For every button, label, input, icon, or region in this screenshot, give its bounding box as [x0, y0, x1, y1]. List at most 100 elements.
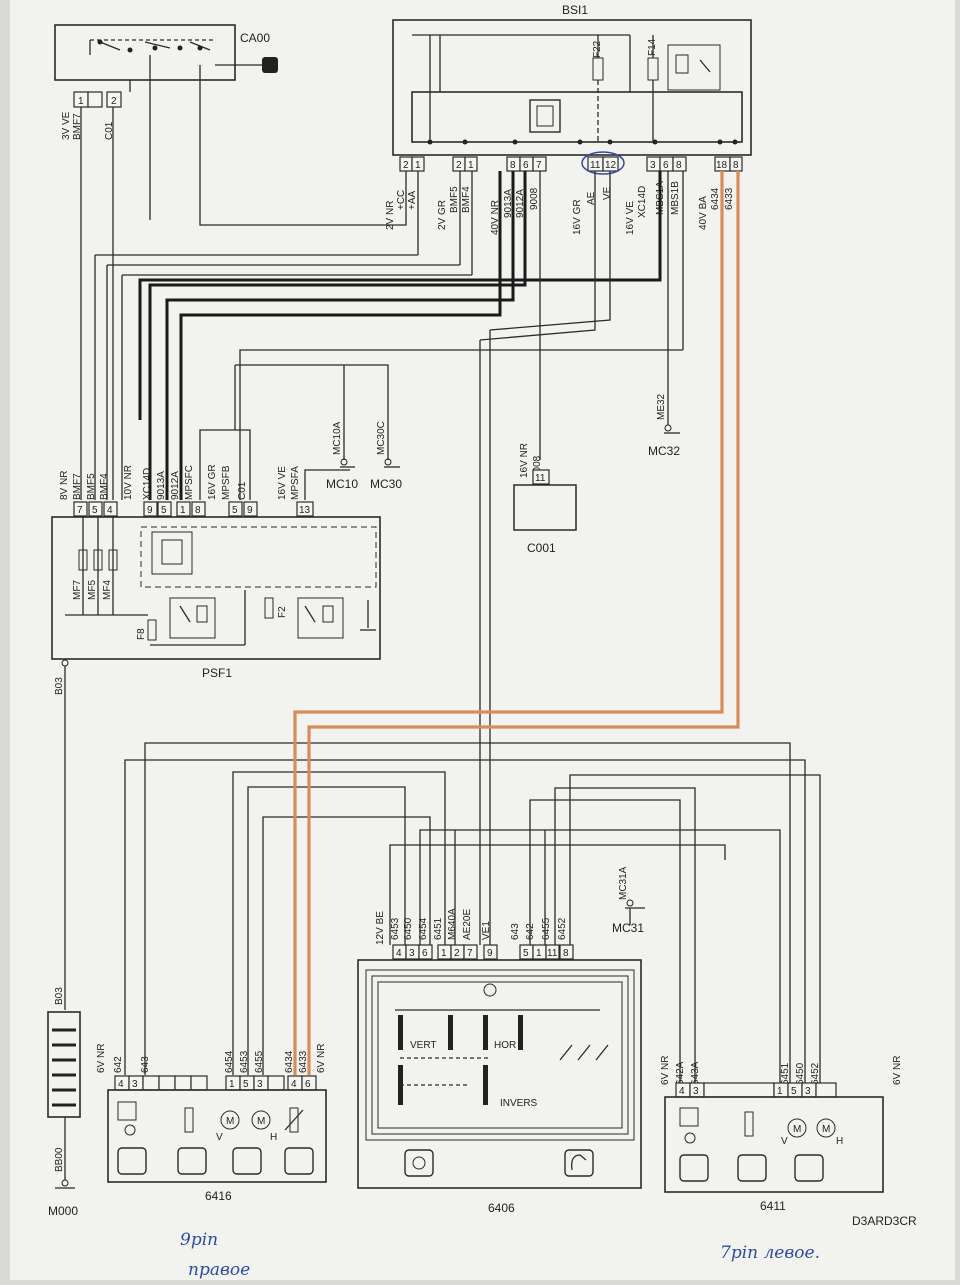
heater-resistor-icon-2: [744, 1111, 754, 1137]
svg-text:M: M: [793, 1124, 801, 1135]
svg-text:9: 9: [147, 505, 153, 516]
svg-text:MPSFC: MPSFC: [184, 465, 195, 500]
svg-text:H: H: [270, 1132, 277, 1143]
doc-code: D3ARD3CR: [852, 1214, 917, 1228]
svg-text:9: 9: [487, 948, 493, 959]
psf-relay-1-icon: [169, 597, 216, 639]
psf-relay-2-icon: [297, 597, 344, 639]
svg-text:11: 11: [535, 473, 546, 484]
svg-text:M640A: M640A: [447, 908, 458, 940]
svg-text:16V GR: 16V GR: [207, 464, 218, 500]
fan-symbol-icon: [404, 1149, 434, 1177]
svg-text:4: 4: [679, 1086, 685, 1097]
svg-text:643: 643: [140, 1056, 151, 1073]
svg-text:9008: 9008: [532, 455, 543, 478]
svg-text:6434: 6434: [284, 1050, 295, 1073]
svg-text:7: 7: [77, 505, 83, 516]
svg-text:16V NR: 16V NR: [519, 443, 530, 478]
svg-text:F8: F8: [136, 628, 147, 640]
svg-text:6433: 6433: [724, 187, 735, 210]
svg-text:H: H: [836, 1136, 843, 1147]
svg-text:16V GR: 16V GR: [572, 199, 583, 235]
svg-text:MF4: MF4: [102, 580, 113, 600]
svg-text:BMF4: BMF4: [461, 186, 472, 213]
bsi1-box: BSI1 F22 F14: [392, 3, 752, 156]
mc-grounds: MC10A MC10 MC30C MC30 ME32 MC32: [326, 393, 680, 491]
svg-text:6: 6: [663, 160, 669, 171]
seat-6416: 6V NR 642 643 6454 6453 6455 6434 6433 6…: [96, 1044, 327, 1203]
svg-text:MPSFB: MPSFB: [221, 465, 232, 500]
svg-text:3: 3: [650, 160, 656, 171]
svg-text:MPSFA: MPSFA: [290, 466, 301, 500]
fan-icon: [232, 1147, 262, 1175]
svg-text:6453: 6453: [239, 1050, 250, 1073]
fuse-f2-icon: [264, 597, 274, 619]
svg-text:6: 6: [523, 160, 529, 171]
svg-text:2: 2: [456, 160, 462, 171]
svg-text:3: 3: [693, 1086, 699, 1097]
seat-heat-icon-2: [737, 1154, 767, 1182]
lamp-icon: [483, 983, 497, 997]
svg-text:9012A: 9012A: [515, 189, 526, 218]
svg-text:XC14D: XC14D: [637, 186, 648, 218]
sensor-icon-2: [679, 1107, 699, 1127]
svg-text:6455: 6455: [541, 917, 552, 940]
svg-text:6454: 6454: [224, 1050, 235, 1073]
wire-6434-highlight: [293, 171, 724, 1075]
svg-text:MF7: MF7: [72, 580, 83, 600]
svg-text:6451: 6451: [780, 1062, 791, 1085]
svg-text:6V NR: 6V NR: [96, 1044, 107, 1073]
psf1-box: 8V NR BMF7 BMF5 BMF4 10V NR XC14D 9013A …: [51, 464, 381, 695]
bsi-connectors: 2 1 2 1 8 6 7 11 12 3 6 8 18 8: [399, 151, 743, 175]
motor-v-icon: [220, 1110, 240, 1130]
seat-heat-icon: [177, 1147, 207, 1175]
svg-text:2V GR: 2V GR: [437, 200, 448, 230]
motor-h-icon: [251, 1110, 271, 1130]
svg-text:5: 5: [791, 1086, 797, 1097]
svg-text:4: 4: [107, 505, 113, 516]
svg-text:V: V: [781, 1136, 788, 1147]
svg-text:5: 5: [161, 505, 167, 516]
ca00-switch: CA00: [54, 24, 278, 81]
svg-text:VERT: VERT: [410, 1040, 437, 1051]
fan-icon-2: [794, 1154, 824, 1182]
motor-h-icon-2: [816, 1118, 836, 1138]
svg-text:8: 8: [195, 505, 201, 516]
svg-text:XC14D: XC14D: [142, 468, 153, 500]
svg-text:12: 12: [605, 160, 617, 171]
svg-text:2V NR: 2V NR: [385, 201, 396, 230]
svg-text:BMF4: BMF4: [99, 473, 110, 500]
svg-text:6433: 6433: [298, 1050, 309, 1073]
svg-text:1: 1: [777, 1086, 783, 1097]
svg-text:BMF5: BMF5: [86, 473, 97, 500]
svg-text:INVERS: INVERS: [500, 1098, 538, 1109]
bsi-chip-icon: [529, 99, 561, 133]
svg-text:6: 6: [305, 1079, 311, 1090]
svg-text:6434: 6434: [710, 187, 721, 210]
svg-text:PSF1: PSF1: [202, 666, 232, 680]
svg-text:40V NR: 40V NR: [490, 200, 501, 235]
svg-text:M: M: [822, 1124, 830, 1135]
svg-text:13: 13: [299, 505, 311, 516]
svg-text:C01: C01: [104, 121, 115, 140]
svg-text:1: 1: [78, 96, 84, 107]
svg-text:9012A: 9012A: [170, 471, 181, 500]
c001-component: 16V NR 9008 11 C001: [513, 443, 577, 555]
svg-text:VE1: VE1: [481, 921, 492, 940]
upper-harness: [80, 65, 684, 920]
battery-icon: [47, 1011, 81, 1118]
svg-text:1: 1: [180, 505, 186, 516]
handwriting-right-side: правое: [188, 1260, 250, 1280]
svg-text:BMF7: BMF7: [72, 113, 83, 140]
svg-text:40V BA: 40V BA: [698, 196, 709, 230]
svg-text:HOR: HOR: [494, 1040, 516, 1051]
svg-text:B03: B03: [54, 987, 65, 1005]
svg-text:8: 8: [676, 160, 682, 171]
svg-text:8: 8: [563, 948, 569, 959]
svg-text:BB00: BB00: [54, 1147, 65, 1172]
battery: B03 BB00 M000: [47, 666, 81, 1218]
mc31-ground: MC31A MC31: [612, 866, 645, 935]
svg-text:MC10A: MC10A: [332, 421, 343, 455]
seat-icon: [117, 1147, 147, 1175]
svg-text:1: 1: [229, 1079, 235, 1090]
